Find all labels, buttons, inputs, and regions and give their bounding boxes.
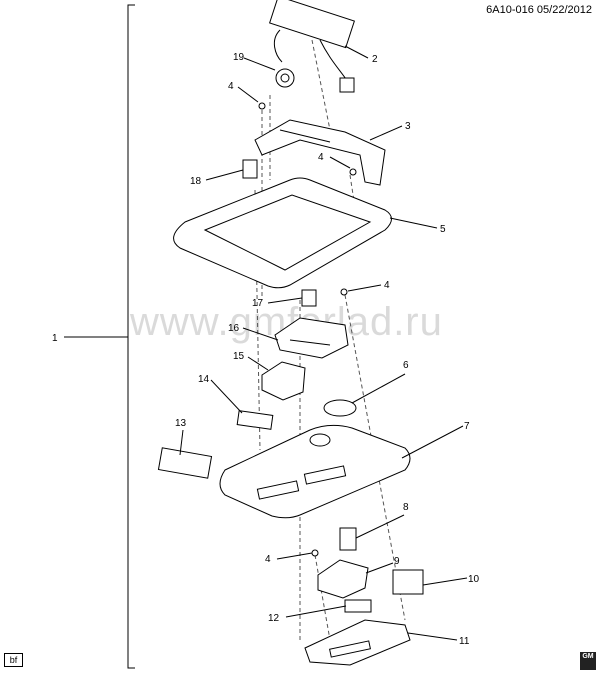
part-9-module [317, 559, 369, 599]
gm-logo: GM [580, 652, 596, 670]
callout-8: 8 [403, 502, 409, 513]
callout-4-b: 4 [318, 152, 324, 163]
part-19-sensor [275, 68, 295, 88]
callout-7: 7 [464, 421, 470, 432]
callout-4-a: 4 [228, 81, 234, 92]
part-8-clip [339, 527, 357, 551]
part-17-lamp [301, 289, 317, 307]
footer-tag: bf [4, 653, 23, 667]
part-2-harness [269, 0, 355, 93]
callout-11: 11 [459, 636, 470, 647]
callout-9: 9 [394, 556, 400, 567]
callout-6: 6 [403, 360, 409, 371]
part-16-module [274, 317, 349, 359]
part-13-connector [157, 447, 213, 479]
assembly-bracket [127, 4, 135, 669]
callout-16: 16 [228, 323, 240, 334]
callout-13: 13 [175, 418, 187, 429]
part-5-frame [173, 177, 392, 289]
callout-19: 19 [233, 52, 245, 63]
callout-3: 3 [405, 121, 411, 132]
part-7-console [219, 424, 411, 519]
callout-18: 18 [190, 176, 202, 187]
callout-17: 17 [252, 298, 264, 309]
callout-12: 12 [268, 613, 280, 624]
callout-2: 2 [372, 54, 378, 65]
diagram-code: 6A10-016 05/22/2012 [486, 4, 592, 16]
part-15-switch [261, 361, 306, 401]
part-6-lens [323, 399, 357, 417]
part-4-screw-c [340, 288, 348, 296]
part-11-cover [304, 619, 411, 666]
callout-15: 15 [233, 351, 245, 362]
part-10-lamp [392, 569, 424, 595]
callout-4-d: 4 [265, 554, 271, 565]
callout-10: 10 [468, 574, 480, 585]
part-3-bracket [254, 119, 386, 186]
part-14-bezel [236, 410, 274, 430]
callout-14: 14 [198, 374, 210, 385]
part-4-screw-d [311, 549, 319, 557]
part-4-screw-a [258, 102, 266, 110]
part-18-clip [242, 159, 258, 179]
part-12-clip [344, 599, 372, 613]
callout-5: 5 [440, 224, 446, 235]
callout-1: 1 [52, 333, 58, 344]
callout-4-c: 4 [384, 280, 390, 291]
part-4-screw-b [349, 168, 357, 176]
